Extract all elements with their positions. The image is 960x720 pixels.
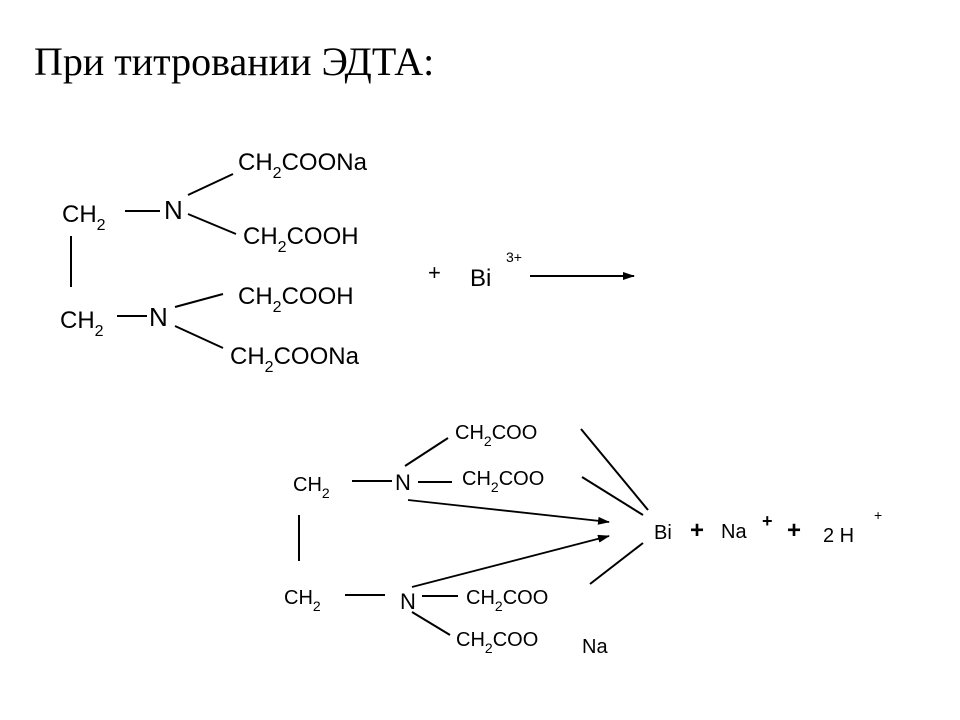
bond-coo1-bi bbox=[580, 428, 649, 511]
reactant-ch2-upper: CH2 bbox=[62, 201, 106, 234]
product-ch2-lower: CH2 bbox=[284, 587, 321, 614]
product-bond-n-arm-b2 bbox=[411, 611, 451, 636]
bond-n-arm-b1 bbox=[174, 293, 224, 308]
plus-sign-1: + bbox=[690, 517, 704, 544]
reactant-ch2-lower: CH2 bbox=[60, 307, 104, 340]
product-arm-coo-4: CH2COO bbox=[456, 629, 538, 656]
byproducts: + Na + + 2 H + bbox=[690, 507, 882, 547]
product-complex: CH2 N CH2COO CH2COO CH2 N CH2COO CH2COO … bbox=[284, 422, 672, 658]
reactant-arm-coona-upper: CH2COONa bbox=[238, 149, 368, 182]
product-nitrogen-upper: N bbox=[395, 470, 411, 495]
reactant-arm-coona-lower: CH2COONa bbox=[230, 343, 360, 376]
reactant-nitrogen-lower: N bbox=[149, 302, 168, 332]
product-bismuth-center: Bi bbox=[654, 522, 672, 544]
reactant-arm-cooh-upper: CH2COOH bbox=[243, 223, 359, 256]
bond-n-arm-a2 bbox=[187, 213, 237, 235]
bond-coo3-bi bbox=[589, 542, 644, 585]
product-ch2-upper: CH2 bbox=[293, 474, 330, 501]
sodium-ion: Na bbox=[721, 521, 747, 543]
hydrogen-ions: 2 H bbox=[823, 525, 854, 547]
bond-n-arm-a1 bbox=[187, 173, 234, 196]
page-title: При титровании ЭДТА: bbox=[34, 39, 435, 84]
coordination-arrow-n-upper bbox=[407, 499, 610, 525]
hydrogen-charge: + bbox=[874, 507, 882, 523]
plus-sign-2: + bbox=[787, 517, 801, 544]
product-sodium-counterion: Na bbox=[582, 636, 608, 658]
bismuth-ion: Bi bbox=[470, 265, 491, 292]
plus-sign-reagent: + bbox=[428, 260, 441, 285]
reagent-bismuth: + Bi 3+ bbox=[428, 249, 522, 292]
product-arm-coo-3: CH2COO bbox=[466, 587, 548, 614]
product-bond-n-arm-a1 bbox=[404, 437, 449, 467]
bismuth-charge: 3+ bbox=[506, 249, 522, 265]
reactant-edta: CH2 N CH2COONa CH2COOH CH2 N CH2COOH CH2… bbox=[60, 149, 368, 376]
coordination-arrow-n-lower bbox=[411, 534, 610, 588]
reactant-arm-cooh-lower: CH2COOH bbox=[238, 283, 354, 316]
reactant-nitrogen-upper: N bbox=[164, 195, 183, 225]
bond-coo2-bi bbox=[581, 476, 644, 516]
sodium-charge: + bbox=[762, 511, 773, 531]
bond-n-arm-b2 bbox=[174, 325, 224, 349]
product-nitrogen-lower: N bbox=[400, 589, 416, 614]
product-arm-coo-2: CH2COO bbox=[462, 468, 544, 495]
product-arm-coo-1: CH2COO bbox=[455, 422, 537, 449]
